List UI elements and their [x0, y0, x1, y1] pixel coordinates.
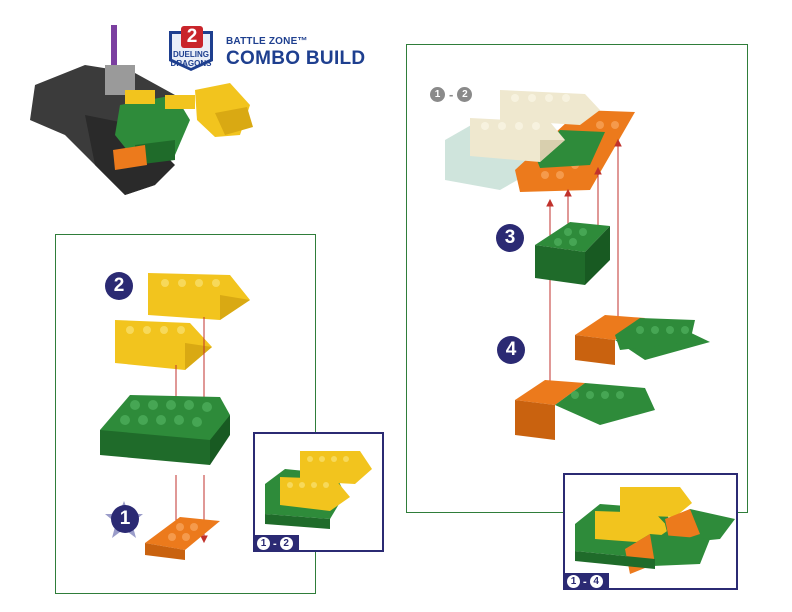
left-inset-tag: 1 - 2 [253, 535, 299, 552]
right-panel-bricks [445, 90, 710, 440]
left-inset-bricks [265, 451, 372, 529]
step-1-badge: 1 [111, 505, 139, 533]
right-inset-result: 1 - 4 [563, 473, 738, 590]
range-label-sep: - [449, 87, 454, 102]
series-name: BATTLE ZONE™ [226, 36, 308, 47]
page-title: COMBO BUILD [226, 48, 366, 69]
combo-model-illustration [30, 25, 253, 195]
badge-line2: DRAGONS [170, 59, 212, 68]
step-2-badge: 2 [105, 272, 133, 300]
right-inset-tag-from: 1 [567, 575, 580, 588]
step-3-badge: 3 [496, 224, 524, 252]
range-label-from: 1 [430, 87, 445, 102]
badge-number: 2 [181, 26, 203, 48]
right-inset-tag: 1 - 4 [563, 573, 609, 590]
left-panel-bricks [100, 273, 250, 560]
left-inset-tag-from: 1 [257, 537, 270, 550]
left-inset-tag-to: 2 [279, 537, 293, 550]
left-inset-tag-sep: - [273, 537, 277, 550]
range-label-1-2: 1 - 2 [430, 87, 473, 102]
step-4-badge: 4 [497, 336, 525, 364]
right-inset-bricks [575, 487, 735, 574]
badge-line1: DUELING [173, 50, 209, 59]
range-label-to: 2 [457, 87, 473, 102]
right-inset-tag-to: 4 [589, 575, 603, 588]
right-inset-tag-sep: - [583, 575, 587, 588]
left-inset-result: 1 - 2 [253, 432, 384, 552]
